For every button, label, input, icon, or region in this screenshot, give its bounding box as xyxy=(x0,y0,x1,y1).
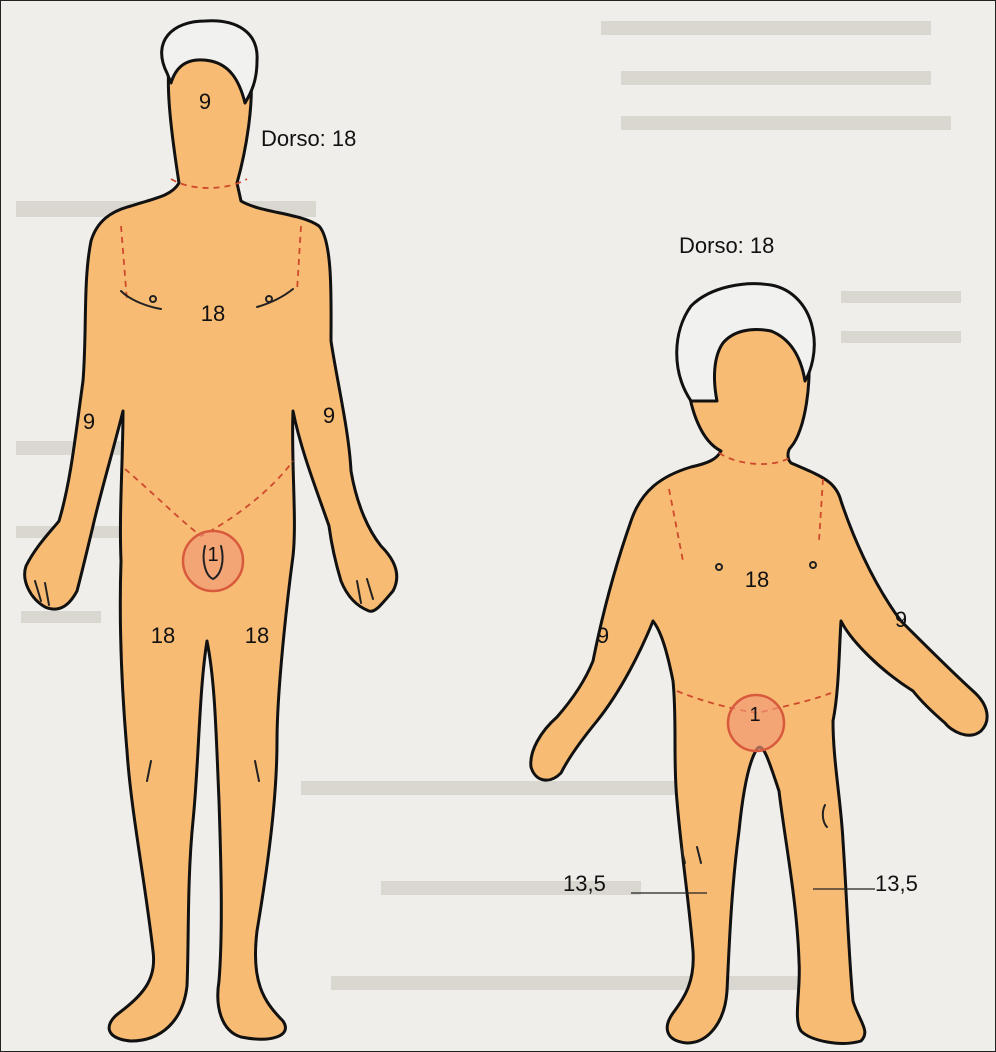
adult-genital-value: 1 xyxy=(207,544,218,566)
child-figure: Dorso: 18 18 9 9 1 13,5 13,5 xyxy=(531,233,987,1043)
adult-head-value: 9 xyxy=(199,89,211,114)
adult-back-label: Dorso: 18 xyxy=(261,126,356,151)
child-back-label: Dorso: 18 xyxy=(679,233,774,258)
child-arm-right-value: 9 xyxy=(895,607,907,632)
child-chest-value: 18 xyxy=(745,567,769,592)
adult-arm-left-value: 9 xyxy=(83,409,95,434)
child-body xyxy=(531,294,987,1044)
adult-leg-right-value: 18 xyxy=(245,623,269,648)
child-arm-left-value: 9 xyxy=(597,623,609,648)
adult-chest-value: 18 xyxy=(201,301,225,326)
child-leg-right-value: 13,5 xyxy=(875,871,918,896)
child-genital-value: 1 xyxy=(749,704,760,726)
child-leg-left-value: 13,5 xyxy=(563,871,606,896)
adult-arm-right-value: 9 xyxy=(323,403,335,428)
adult-leg-left-value: 18 xyxy=(151,623,175,648)
adult-figure: 9 Dorso: 18 18 9 9 1 18 18 xyxy=(25,21,397,1041)
